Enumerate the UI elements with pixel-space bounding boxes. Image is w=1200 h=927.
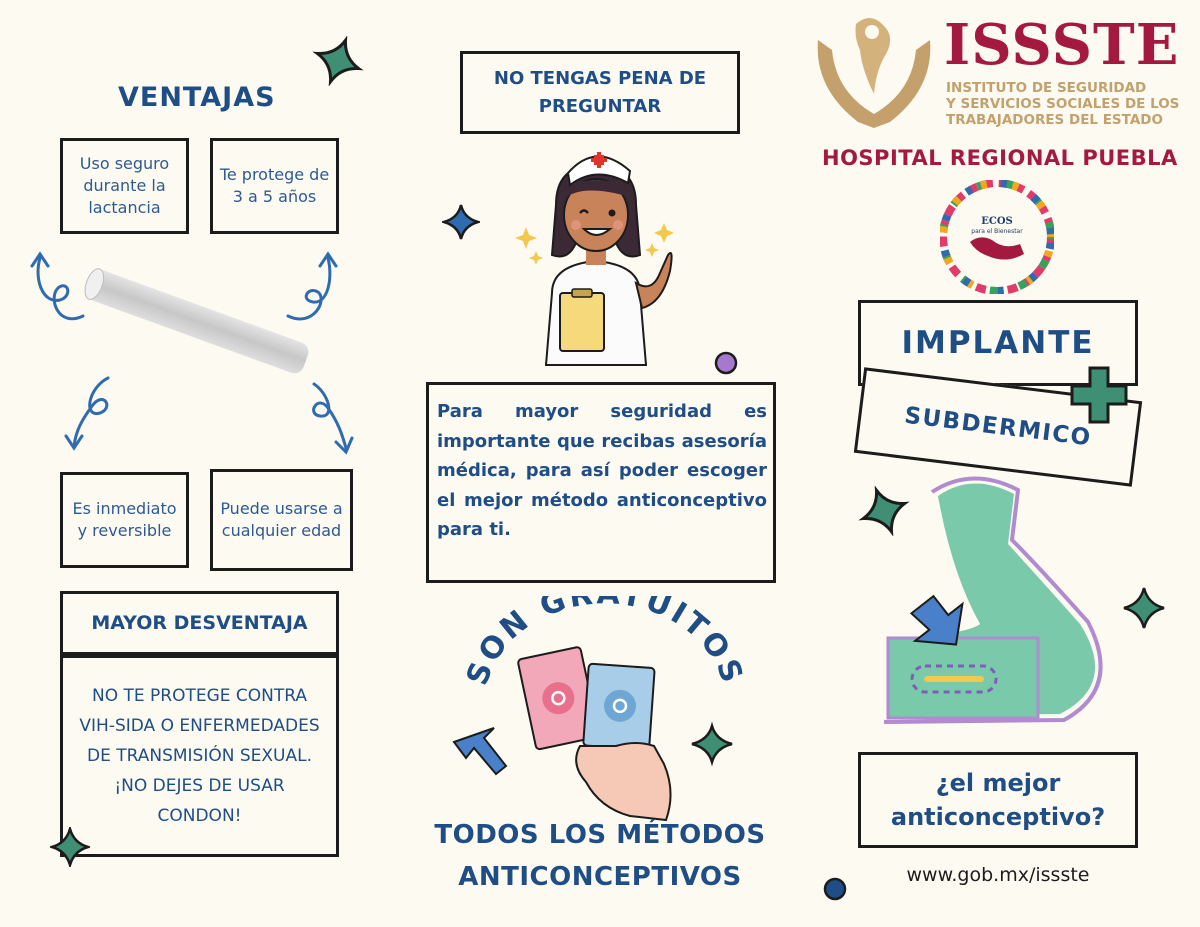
issste-logo-sub3: TRABAJADORES DEL ESTADO — [946, 112, 1163, 128]
issste-logo-name: ISSSTE — [944, 12, 1180, 78]
dot-decoration-icon — [714, 351, 738, 375]
ventaja-box-edad: Puede usarse a cualquier edad — [210, 469, 353, 571]
ecos-subtext: para el Bienestar — [971, 228, 1023, 235]
star-decoration-icon — [1123, 587, 1165, 629]
info-text-box: Para mayor seguridad es importante que r… — [426, 382, 776, 583]
ventaja-text: Puede usarse a cualquier edad — [220, 499, 343, 540]
ecos-logo-icon: ECOS para el Bienestar — [940, 180, 1054, 294]
desventaja-title: MAYOR DESVENTAJA — [91, 612, 308, 634]
hospital-title: HOSPITAL REGIONAL PUEBLA — [822, 146, 1178, 170]
ventaja-box-lactancia: Uso seguro durante la lactancia — [60, 138, 189, 234]
implant-rod-illustration — [30, 251, 354, 455]
pena-title: NO TENGAS PENA DE PREGUNTAR — [493, 67, 707, 117]
star-decoration-icon — [312, 36, 364, 86]
mejor-line1: ¿el mejor — [935, 769, 1061, 797]
info-text: Para mayor seguridad es importante que r… — [437, 401, 767, 540]
desventaja-text-box: NO TE PROTEGE CONTRA VIH-SIDA O ENFERMED… — [60, 655, 339, 857]
star-decoration-icon — [858, 486, 910, 536]
todos-line1: TODOS LOS MÉTODOS — [434, 820, 766, 850]
mejor-box: ¿el mejor anticonceptivo? — [858, 752, 1138, 848]
plus-icon — [1070, 366, 1128, 424]
todos-line2: ANTICONCEPTIVOS — [458, 862, 742, 892]
ventajas-title: VENTAJAS — [118, 82, 276, 113]
website-url: www.gob.mx/issste — [906, 864, 1090, 886]
implante-title: IMPLANTE — [901, 325, 1095, 361]
pena-title-box: NO TENGAS PENA DE PREGUNTAR — [460, 51, 740, 134]
ventaja-box-inmediato: Es inmediato y reversible — [60, 472, 189, 568]
dot-decoration-icon — [823, 877, 847, 901]
ventaja-text: Te protege de 3 a 5 años — [219, 165, 330, 206]
subdermico-title: SUBDERMICO — [903, 402, 1093, 452]
arm-implant-illustration — [883, 476, 1103, 724]
nurse-illustration — [515, 152, 674, 366]
gratuitos-illustration: SON GRATUITOS — [452, 596, 747, 822]
issste-logo-sub2: Y SERVICIOS SOCIALES DE LOS — [946, 96, 1180, 112]
star-decoration-icon — [442, 204, 480, 240]
desventaja-text: NO TE PROTEGE CONTRA VIH-SIDA O ENFERMED… — [79, 686, 320, 826]
mejor-line2: anticonceptivo? — [890, 803, 1106, 831]
star-decoration-icon — [50, 827, 90, 867]
issste-logo-sub1: INSTITUTO DE SEGURIDAD — [946, 80, 1147, 96]
ventaja-text: Uso seguro durante la lactancia — [79, 154, 170, 217]
ventaja-text: Es inmediato y reversible — [72, 499, 177, 540]
desventaja-title-box: MAYOR DESVENTAJA — [60, 591, 339, 655]
issste-emblem-icon — [817, 18, 931, 128]
ecos-text: ECOS — [981, 216, 1013, 227]
ventaja-box-proteccion: Te protege de 3 a 5 años — [210, 138, 339, 234]
